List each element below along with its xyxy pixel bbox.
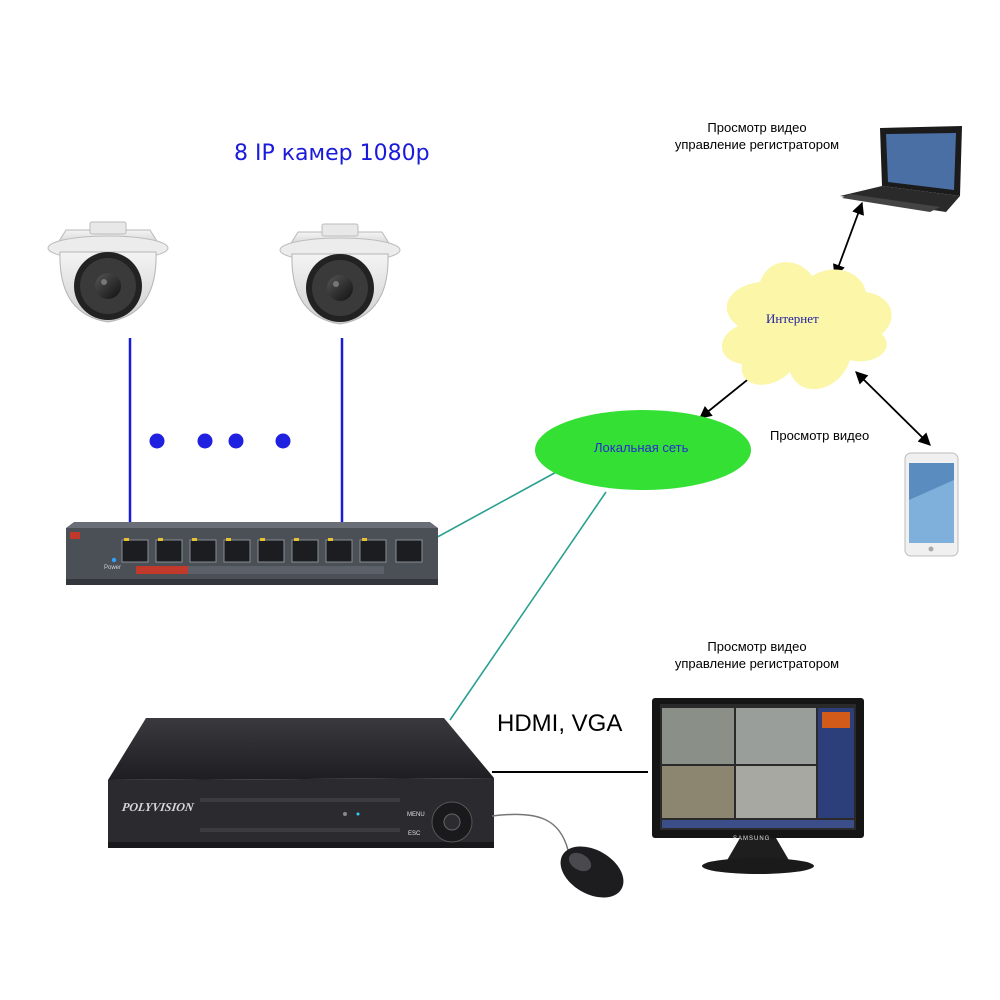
laptop-caption-line1: Просмотр видео	[707, 120, 807, 135]
more-cameras-dots	[149, 433, 291, 449]
cloud-icon	[721, 262, 892, 390]
poe-switch-icon	[66, 522, 438, 585]
internet-laptop-arrow	[833, 201, 864, 278]
dvr-esc-label: ESC	[408, 831, 421, 837]
lan-dvr-link	[449, 491, 607, 721]
laptop-icon	[840, 126, 962, 212]
dome-camera-icon	[47, 221, 169, 323]
dvr-brand-label: POLYVISION	[121, 800, 195, 814]
lan-label: Локальная сеть	[594, 440, 689, 455]
laptop-caption: Просмотр видео управление регистратором	[652, 119, 862, 153]
internet-label: Интернет	[766, 311, 819, 326]
phone-caption: Просмотр видео	[770, 428, 870, 443]
smartphone-icon	[904, 452, 959, 557]
monitor-brand-label: SAMSUNG	[733, 836, 771, 842]
laptop-caption-line2: управление регистратором	[674, 137, 840, 152]
dome-camera-icon	[279, 223, 401, 325]
internet-phone-arrow	[855, 371, 931, 446]
dvr-recorder-icon	[108, 718, 494, 848]
monitor-caption: Просмотр видео управление регистратором	[652, 638, 862, 672]
dvr-menu-label: MENU	[407, 812, 425, 818]
mouse-icon	[560, 846, 624, 898]
lan-cloud-icon	[535, 410, 751, 490]
monitor-icon	[652, 698, 864, 874]
hdmi-vga-label: HDMI, VGA	[497, 710, 623, 737]
mouse-cable	[491, 813, 569, 851]
diagram-title: 8 IP камер 1080р	[234, 141, 430, 166]
monitor-caption-line1: Просмотр видео	[707, 639, 807, 654]
monitor-caption-line2: управление регистратором	[674, 656, 840, 671]
switch-power-label: Power	[104, 565, 122, 571]
